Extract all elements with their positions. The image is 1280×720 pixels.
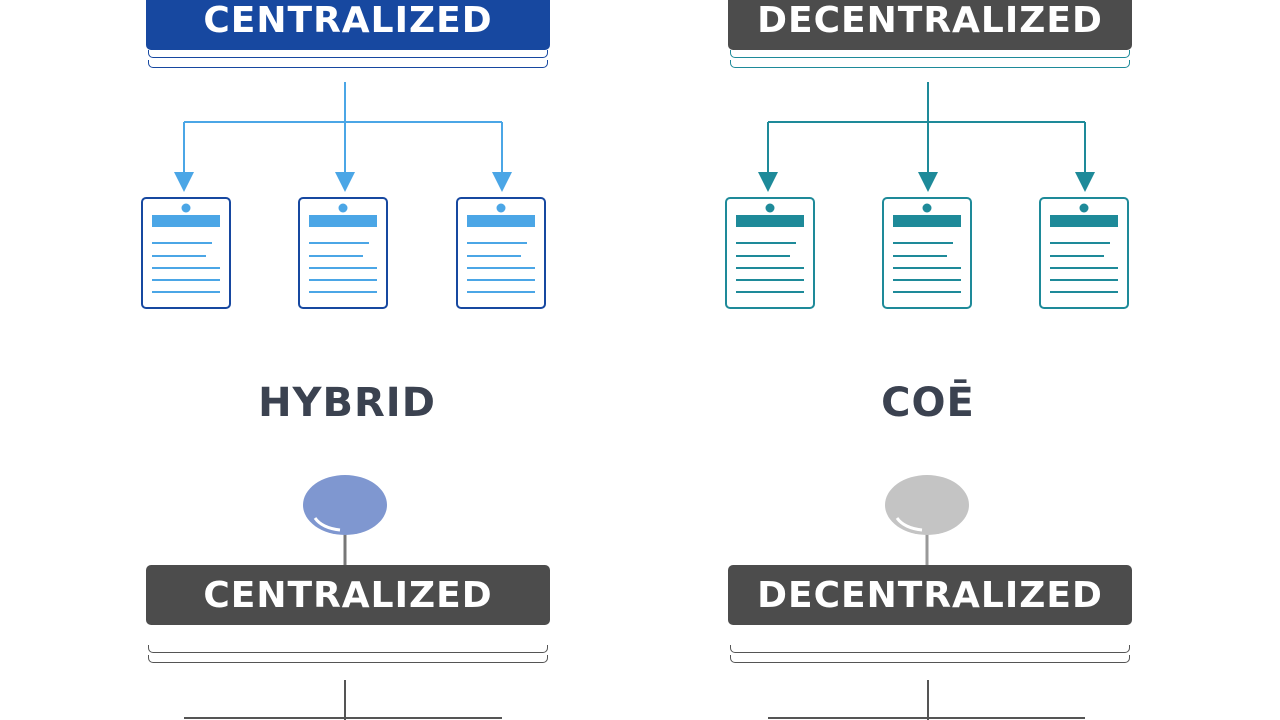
- banner-underlay: [730, 645, 1130, 653]
- decentralized-banner-label: DECENTRALIZED: [757, 0, 1103, 41]
- banner-underlay: [148, 655, 548, 663]
- hybrid-title: HYBRID: [258, 380, 436, 426]
- document-icon: [141, 197, 231, 309]
- document-icon: [882, 197, 972, 309]
- bottom-connectors: [184, 680, 1085, 720]
- decentralized-banner-label: DECENTRALIZED: [757, 574, 1103, 616]
- banner-underlay: [148, 645, 548, 653]
- banner-underlay: [148, 60, 548, 68]
- centralized-banner-label: CENTRALIZED: [203, 0, 493, 41]
- centralized-banner: CENTRALIZED: [146, 565, 550, 625]
- node-pin-icon: [885, 475, 969, 566]
- banner-underlay: [730, 655, 1130, 663]
- document-icon: [456, 197, 546, 309]
- centralized-banner: CENTRALIZED: [146, 0, 550, 50]
- banner-underlay: [730, 50, 1130, 58]
- decentralized-banner: DECENTRALIZED: [728, 0, 1132, 50]
- coe-title: COĒ: [881, 380, 975, 426]
- node-pin-icon: [303, 475, 387, 566]
- left-tree-connectors: [174, 82, 512, 192]
- document-icon: [298, 197, 388, 309]
- document-icon: [1039, 197, 1129, 309]
- banner-underlay: [730, 60, 1130, 68]
- centralized-banner-label: CENTRALIZED: [203, 574, 493, 616]
- banner-underlay: [148, 50, 548, 58]
- right-tree-connectors: [758, 82, 1095, 192]
- document-icon: [725, 197, 815, 309]
- decentralized-banner: DECENTRALIZED: [728, 565, 1132, 625]
